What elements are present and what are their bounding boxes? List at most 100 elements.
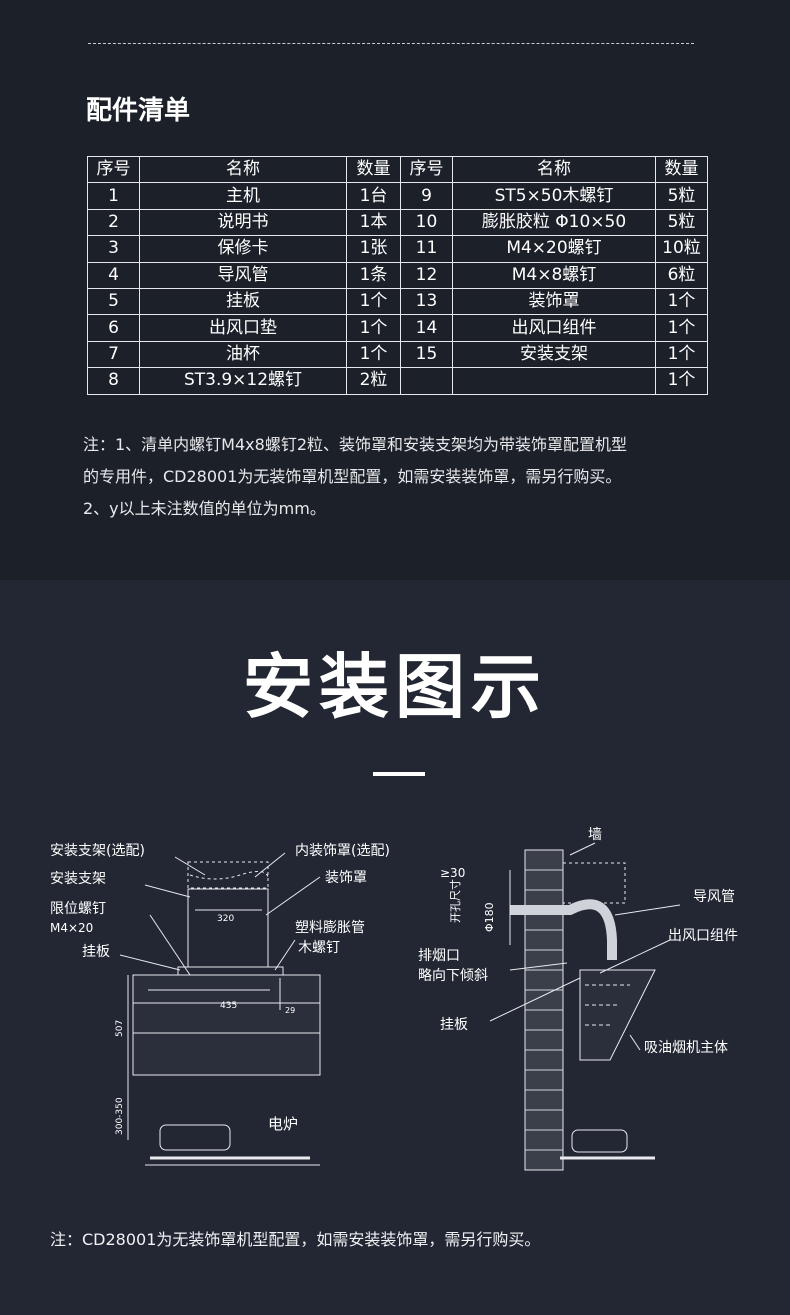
install-note: 注：CD28001为无装饰罩机型配置，如需安装装饰罩，需另行购买。 xyxy=(50,1230,541,1249)
dim-300-350-text: 300-350 xyxy=(115,1097,125,1135)
cell-index: 1 xyxy=(87,182,140,210)
dim-29-text: 29 xyxy=(285,1006,295,1015)
hood-body-shape xyxy=(132,974,321,1076)
table-header-row: 序号名称数量序号名称数量 xyxy=(87,155,708,184)
label-bracket-optional: 安装支架(选配) xyxy=(50,843,145,859)
dim-320-text: 320 xyxy=(217,914,234,924)
cell-index: 7 xyxy=(87,340,140,369)
label-hanging-plate: 挂板 xyxy=(82,944,110,960)
cell-index: 序号 xyxy=(87,155,140,184)
leader-inner-cover xyxy=(254,852,286,878)
cell-qty-right: 5粒 xyxy=(655,182,708,210)
leader-exhaust xyxy=(509,962,568,971)
cover-outline-right xyxy=(562,862,626,904)
cell-qty: 1个 xyxy=(346,287,401,316)
cell-index: 3 xyxy=(87,235,140,263)
label-exhaust-1: 排烟口 xyxy=(418,948,460,964)
parts-note-line-3: 2、y以上未注数值的单位为mm。 xyxy=(83,499,326,518)
cell-index-right: 15 xyxy=(400,340,453,369)
label-cover: 装饰罩 xyxy=(325,870,367,886)
label-limit-screw: 限位螺钉 xyxy=(50,901,106,917)
cell-name: 挂板 xyxy=(139,287,347,316)
leader-duct xyxy=(614,904,681,916)
label-inner-cover: 内装饰罩(选配) xyxy=(295,843,390,859)
inner-cover-wave xyxy=(189,871,269,880)
pot-shape xyxy=(159,1124,231,1151)
cell-name: 说明书 xyxy=(139,208,347,237)
cell-index: 8 xyxy=(87,367,140,395)
label-hole-size: 开孔尺寸 xyxy=(448,879,462,923)
cell-qty-right: 1个 xyxy=(655,367,708,395)
label-hood-body: 吸油烟机主体 xyxy=(644,1040,728,1056)
cell-qty: 数量 xyxy=(346,155,401,184)
hanging-plate-shape xyxy=(177,966,284,976)
cell-index: 5 xyxy=(87,287,140,316)
cell-qty-right: 1个 xyxy=(655,340,708,369)
cell-index: 2 xyxy=(87,208,140,237)
leader-wall xyxy=(569,842,596,856)
left-diagram xyxy=(119,852,321,1166)
cell-name: 保修卡 xyxy=(139,235,347,263)
cell-qty-right: 5粒 xyxy=(655,208,708,237)
leader-limit-screw xyxy=(149,914,191,976)
dim-507-text: 507 xyxy=(115,1020,125,1037)
pot-shape-right xyxy=(571,1129,628,1153)
cell-name-right: M4×20螺钉 xyxy=(452,235,656,263)
cell-index-right xyxy=(400,367,453,395)
cell-qty-right: 1个 xyxy=(655,287,708,316)
dim-435-text: 435 xyxy=(220,1001,237,1011)
leader-plate-right xyxy=(489,977,581,1022)
cell-qty-right: 1个 xyxy=(655,314,708,342)
cell-name: 出风口垫 xyxy=(139,314,347,342)
cell-qty: 1条 xyxy=(346,261,401,289)
label-wall: 墙 xyxy=(588,827,602,843)
label-wood-screw: 木螺钉 xyxy=(298,940,340,956)
cell-index-right: 11 xyxy=(400,235,453,263)
hood-main-shape xyxy=(579,969,656,1061)
label-hanging-plate-right: 挂板 xyxy=(440,1017,468,1033)
cell-qty: 1个 xyxy=(346,340,401,369)
cell-name: 导风管 xyxy=(139,261,347,289)
cell-name: 油杯 xyxy=(139,340,347,369)
cell-index: 4 xyxy=(87,261,140,289)
label-exhaust-2: 略向下倾斜 xyxy=(418,968,488,984)
label-plastic-anchor: 塑料膨胀管 xyxy=(295,919,365,936)
parts-note-line-1: 注：1、清单内螺钉M4x8螺钉2粒、装饰罩和安装支架均为带装饰罩配置机型 xyxy=(83,435,627,454)
cell-qty-right: 数量 xyxy=(655,155,708,184)
install-section xyxy=(0,580,790,1315)
label-limit-screw-spec: M4×20 xyxy=(50,921,93,935)
cell-qty: 1张 xyxy=(346,235,401,263)
cover-shape xyxy=(187,888,269,968)
cell-qty: 1个 xyxy=(346,314,401,342)
install-title: 安装图示 xyxy=(243,646,547,728)
cell-qty: 1台 xyxy=(346,182,401,210)
cell-name-right xyxy=(452,367,656,395)
cell-qty-right: 10粒 xyxy=(655,235,708,263)
cell-name: 名称 xyxy=(139,155,347,184)
cell-qty: 2粒 xyxy=(346,367,401,395)
parts-title: 配件清单 xyxy=(86,96,191,126)
cell-index: 6 xyxy=(87,314,140,342)
cell-qty-right: 6粒 xyxy=(655,261,708,289)
cell-name-right: 膨胀胶粒 Φ10×50 xyxy=(452,208,656,237)
cell-index-right: 14 xyxy=(400,314,453,342)
label-hole-dia: Φ180 xyxy=(483,902,496,932)
leader-outlet xyxy=(599,939,671,974)
cell-name-right: 安装支架 xyxy=(452,340,656,369)
cell-index-right: 序号 xyxy=(400,155,453,184)
leader-anchor xyxy=(274,939,296,971)
leader-hood-body xyxy=(629,1034,641,1051)
dashed-divider xyxy=(88,43,694,44)
installation-diagram: 安装支架(选配) 安装支架 限位螺钉 M4×20 挂板 内装饰罩(选配) 装饰罩… xyxy=(50,827,738,1171)
cell-index-right: 10 xyxy=(400,208,453,237)
right-diagram xyxy=(489,842,681,1171)
cell-name: ST3.9×12螺钉 xyxy=(139,367,347,395)
